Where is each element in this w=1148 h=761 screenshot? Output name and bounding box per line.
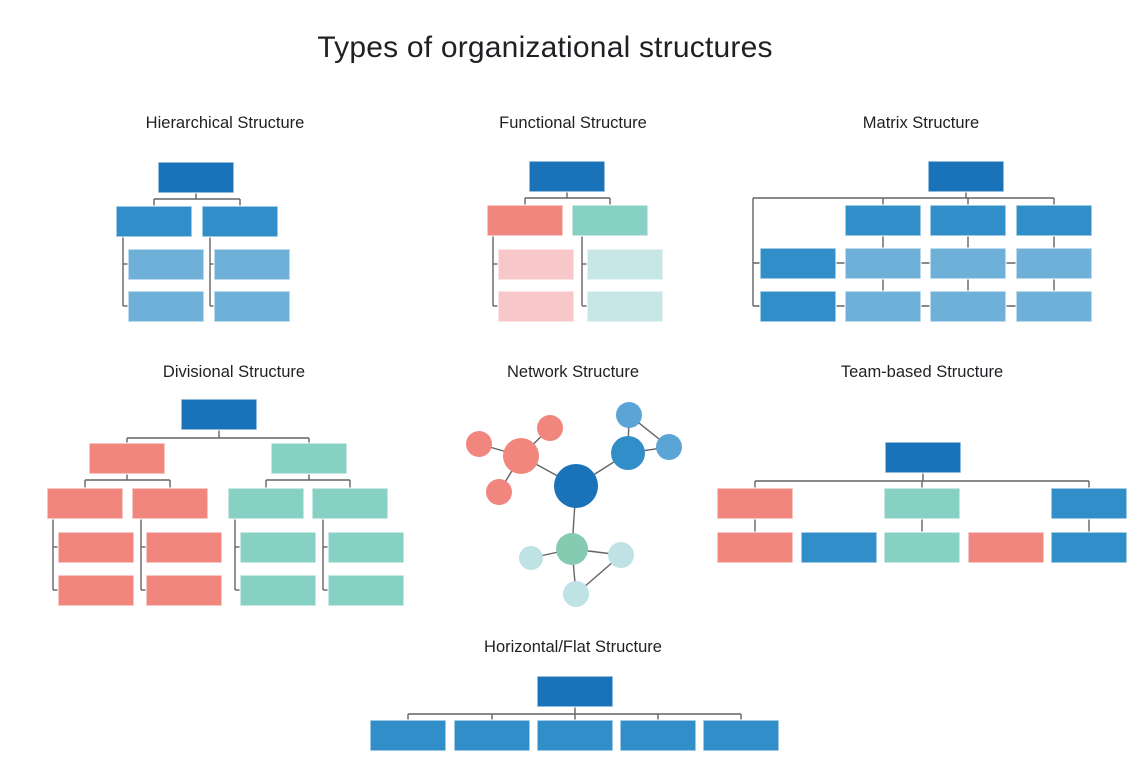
org-box	[929, 290, 1007, 323]
org-box	[586, 248, 664, 281]
network-node	[656, 434, 682, 460]
org-box	[180, 398, 258, 431]
org-box	[883, 487, 961, 520]
org-box	[369, 719, 447, 752]
diagram-functional	[486, 160, 664, 323]
network-node	[486, 479, 512, 505]
org-box	[1050, 531, 1128, 564]
org-box	[967, 531, 1045, 564]
diagram-title-hierarchical: Hierarchical Structure	[145, 114, 305, 132]
org-box	[759, 290, 837, 323]
network-node	[537, 415, 563, 441]
org-box	[115, 205, 193, 238]
org-box	[844, 204, 922, 237]
org-box	[927, 160, 1005, 193]
org-box	[311, 487, 389, 520]
org-box	[929, 204, 1007, 237]
org-box	[145, 531, 223, 564]
org-box	[884, 441, 962, 474]
org-box	[127, 290, 205, 323]
org-box	[528, 160, 606, 193]
network-node	[503, 438, 539, 474]
org-box	[497, 248, 575, 281]
org-box	[486, 204, 564, 237]
org-box	[1015, 247, 1093, 280]
org-box	[270, 442, 348, 475]
org-box	[702, 719, 780, 752]
org-box	[46, 487, 124, 520]
org-box	[844, 247, 922, 280]
org-box	[227, 487, 305, 520]
diagram-divisional	[46, 398, 405, 607]
diagram-title-team-based: Team-based Structure	[840, 363, 1004, 381]
org-box	[716, 487, 794, 520]
org-box	[759, 247, 837, 280]
diagram-title-matrix: Matrix Structure	[862, 114, 980, 132]
org-box	[497, 290, 575, 323]
org-box	[88, 442, 166, 475]
org-box	[201, 205, 279, 238]
org-box	[213, 290, 291, 323]
org-box	[536, 719, 614, 752]
diagram-hierarchical	[115, 161, 291, 323]
page-title: Types of organizational structures	[317, 31, 773, 64]
network-node	[611, 436, 645, 470]
org-box	[145, 574, 223, 607]
org-box	[1015, 290, 1093, 323]
org-box	[453, 719, 531, 752]
org-box	[586, 290, 664, 323]
network-node	[616, 402, 642, 428]
org-box	[571, 204, 649, 237]
org-box	[239, 531, 317, 564]
org-box	[929, 247, 1007, 280]
org-box	[157, 161, 235, 194]
org-box	[800, 531, 878, 564]
org-box	[844, 290, 922, 323]
org-box	[57, 531, 135, 564]
diagram-title-functional: Functional Structure	[499, 114, 647, 132]
diagram-title-divisional: Divisional Structure	[162, 363, 306, 381]
org-box	[619, 719, 697, 752]
org-box	[213, 248, 291, 281]
org-box	[239, 574, 317, 607]
network-node	[519, 546, 543, 570]
diagram-team-based	[716, 441, 1128, 564]
org-box	[1015, 204, 1093, 237]
org-box	[127, 248, 205, 281]
diagram-network	[466, 402, 682, 607]
org-box	[883, 531, 961, 564]
network-node	[556, 533, 588, 565]
org-box	[327, 531, 405, 564]
org-box	[716, 531, 794, 564]
network-node	[466, 431, 492, 457]
diagram-title-network: Network Structure	[506, 363, 640, 381]
diagram-matrix	[752, 160, 1093, 323]
org-box	[57, 574, 135, 607]
diagram-title-horizontal-flat: Horizontal/Flat Structure	[484, 638, 662, 656]
network-node	[554, 464, 598, 508]
network-node	[563, 581, 589, 607]
org-box	[327, 574, 405, 607]
org-box	[536, 675, 614, 708]
org-box	[1050, 487, 1128, 520]
network-node	[608, 542, 634, 568]
org-box	[131, 487, 209, 520]
diagram-horizontal-flat	[369, 675, 780, 752]
